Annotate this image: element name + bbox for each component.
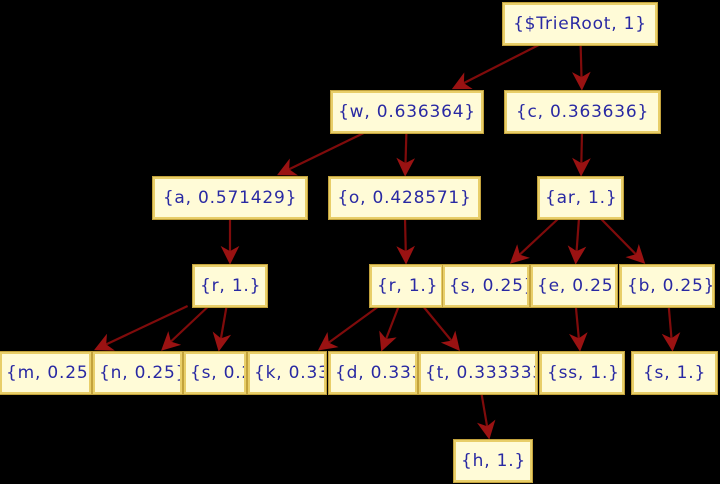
- tree-node-trie-root: {$TrieRoot, 1}: [503, 3, 657, 45]
- tree-node-m: {m, 0.25}: [0, 352, 91, 394]
- tree-node-o: {o, 0.428571}: [329, 177, 480, 219]
- tree-node-s3: {s, 1.}: [632, 352, 717, 394]
- edge-trie-root-c: [572, 43, 591, 91]
- edge-r1-s2: [212, 305, 232, 352]
- tree-node-s2: {s, 0.25}: [184, 352, 246, 394]
- edge-o-r2: [396, 217, 415, 265]
- edge-trie-root-w: [451, 43, 542, 90]
- edge-r2-k: [317, 305, 380, 351]
- edge-r1-n: [161, 305, 210, 351]
- edge-e-ss: [569, 305, 588, 352]
- tree-node-n: {n, 0.25}: [93, 352, 182, 394]
- tree-node-w: {w, 0.636364}: [331, 91, 483, 133]
- tree-node-c: {c, 0.363636}: [505, 91, 660, 133]
- edge-r1-m: [94, 305, 189, 351]
- edge-ar-e: [567, 217, 587, 265]
- edge-r2-t: [422, 305, 460, 352]
- tree-node-k: {k, 0.333333}: [248, 352, 326, 394]
- tree-node-t: {t, 0.333333}: [419, 352, 537, 394]
- tree-node-s1: {s, 0.25}: [443, 265, 529, 307]
- tree-node-h: {h, 1.}: [454, 440, 532, 482]
- edge-ar-s1: [509, 217, 560, 264]
- tree-node-r1: {r, 1.}: [193, 265, 267, 307]
- edge-b-s3: [661, 305, 681, 352]
- edge-w-a: [277, 131, 367, 176]
- tree-node-a: {a, 0.571429}: [153, 177, 307, 219]
- edge-t-h: [476, 392, 496, 440]
- tree-node-e: {e, 0.25}: [531, 265, 617, 307]
- tree-node-r2: {r, 1.}: [370, 265, 443, 307]
- edge-ar-b: [599, 217, 646, 264]
- tree-node-ss: {ss, 1.}: [540, 352, 624, 394]
- edge-c-ar: [572, 131, 591, 177]
- edge-w-o: [396, 131, 416, 177]
- tree-node-d: {d, 0.333333}: [329, 352, 417, 394]
- tree-node-b: {b, 0.25}: [620, 265, 714, 307]
- edge-r2-d: [379, 305, 400, 352]
- tree-node-ar: {ar, 1.}: [538, 177, 623, 219]
